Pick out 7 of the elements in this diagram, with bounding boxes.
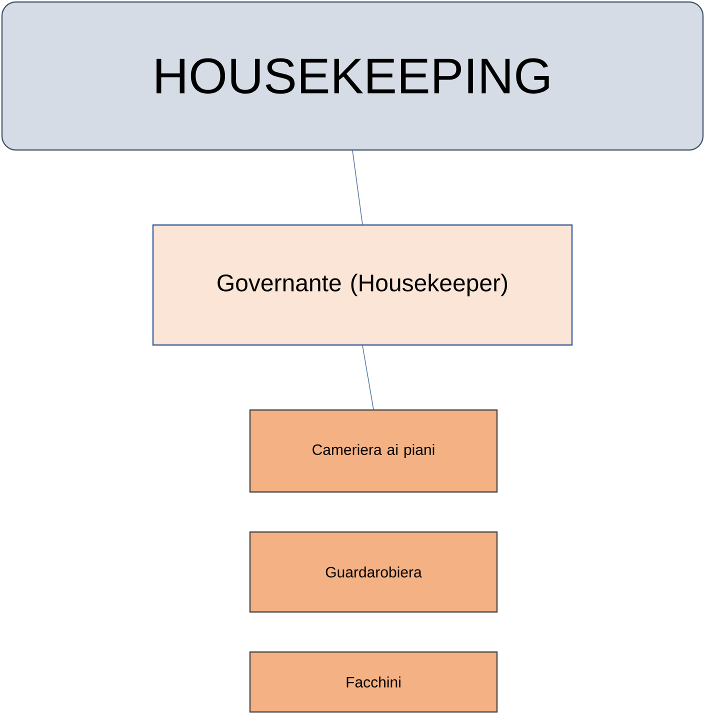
role-box: Guardarobiera [249, 531, 498, 613]
connector-line [362, 345, 374, 410]
role-box: Cameriera ai piani [249, 409, 498, 493]
role-box: Governante (Housekeeper) [152, 224, 573, 346]
role-box: Facchini [249, 651, 498, 713]
connector-line [352, 150, 363, 225]
title-box: HOUSEKEEPING [1, 1, 704, 151]
